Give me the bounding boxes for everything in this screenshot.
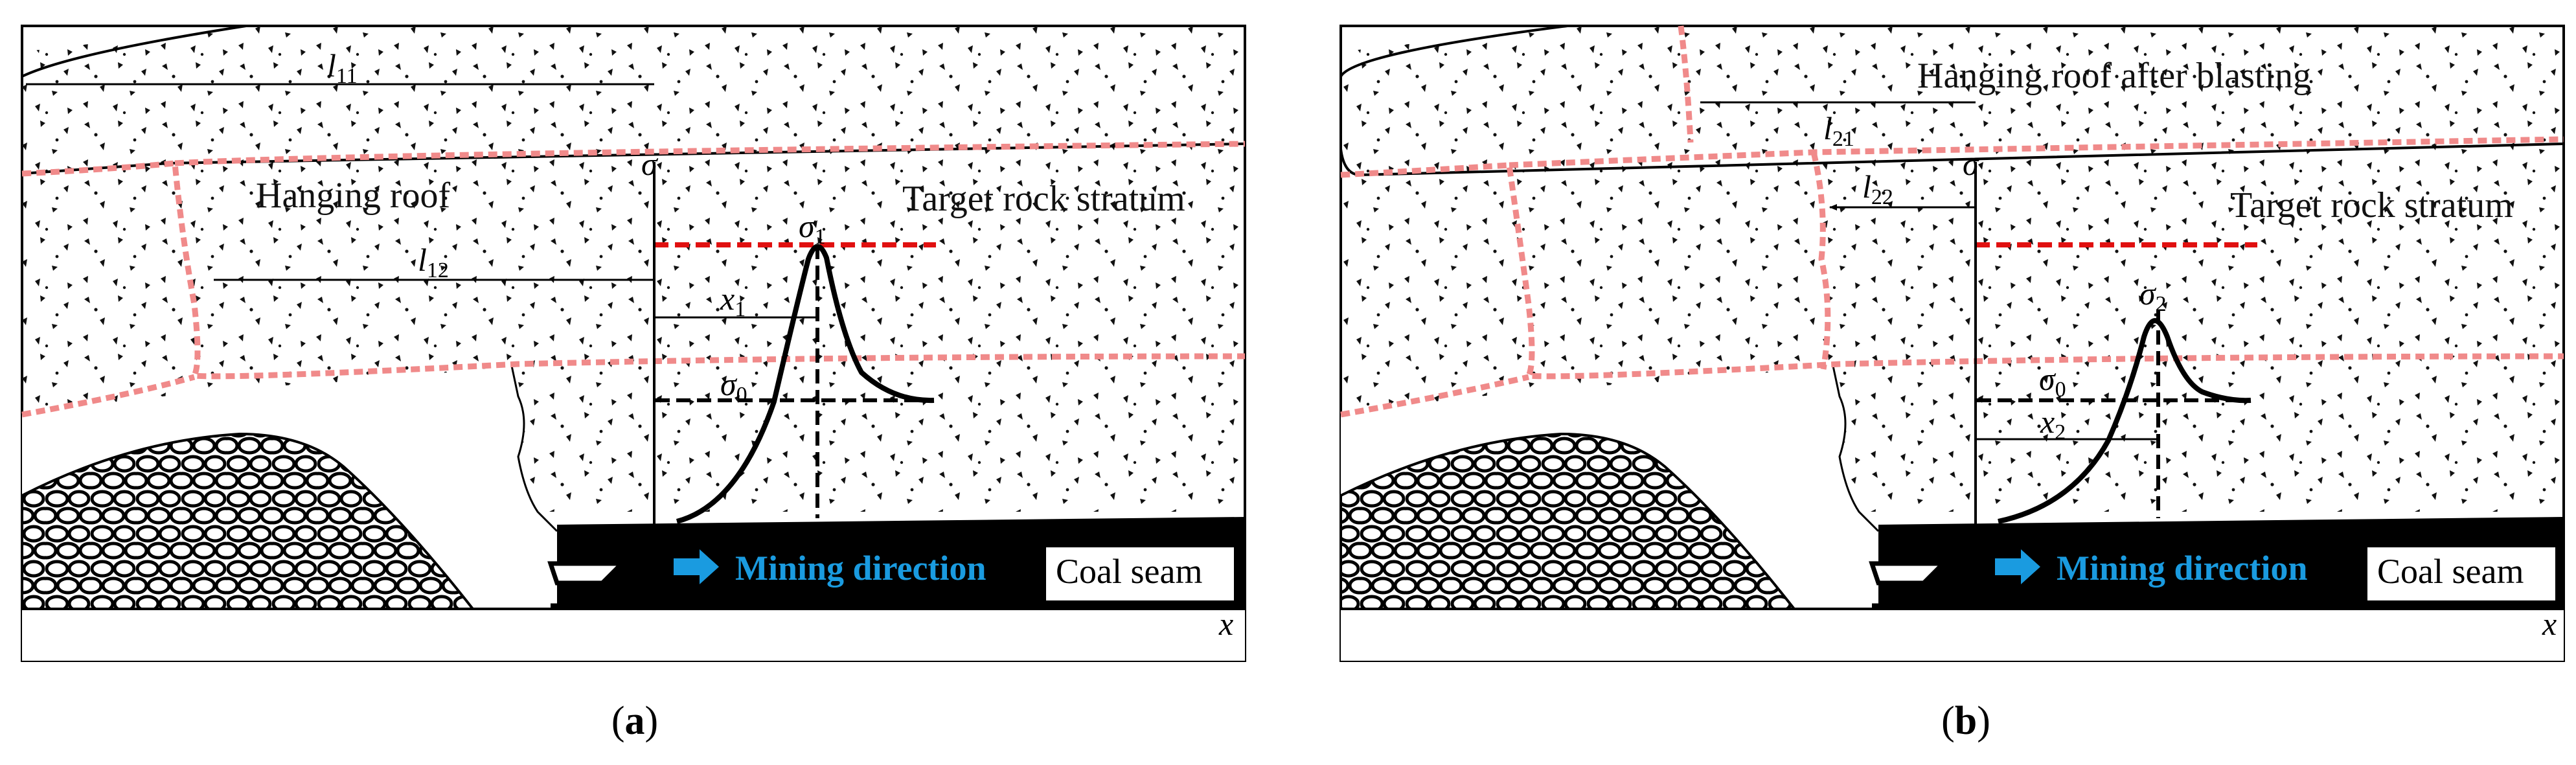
fracture-lines: [1340, 25, 2564, 418]
peak-distance-label: x2: [2040, 404, 2066, 444]
peak-stress-label: σ2: [2139, 275, 2167, 316]
span-lower-label: l12: [418, 242, 449, 282]
coal-seam-label: Coal seam: [2377, 552, 2524, 591]
mining-direction-arrow: [1995, 549, 2040, 584]
fracture-lines: [21, 141, 1246, 418]
panel-a-caption: (a): [611, 699, 659, 743]
caved-rubble: [21, 432, 476, 610]
coal-face-line: [1832, 365, 1880, 532]
coal-face-line: [510, 365, 558, 532]
stress-curve: [676, 244, 935, 524]
sigma-axis-label: σ: [641, 146, 659, 182]
x-axis-label: x: [2542, 606, 2557, 642]
peak-stress-label: σ1: [799, 208, 826, 249]
coal-seam-label-box: [1046, 547, 1234, 600]
coal-seam-label: Coal seam: [1056, 552, 1202, 591]
floor-stratum: [22, 609, 1245, 661]
floor-stratum: [1341, 609, 2564, 661]
target-rock-label: Target rock stratum: [2230, 185, 2513, 225]
panel-a: Hanging roof Target rock stratum Mining …: [21, 25, 1246, 662]
sigma-axis-label: σ: [1963, 146, 1980, 182]
baseline-stress-label: σ0: [720, 366, 747, 407]
peak-distance-label: x1: [720, 280, 746, 321]
hanging-roof-label: Hanging roof after blasting: [1917, 56, 2311, 96]
baseline-stress-label: σ0: [2039, 361, 2066, 402]
hydraulic-support-icon: [547, 542, 650, 608]
hydraulic-support-icon: [1869, 542, 1971, 608]
coal-seam-label-box: [2367, 547, 2555, 600]
span-upper-label: l21: [1823, 110, 1854, 151]
mining-direction-arrow: [674, 549, 719, 584]
span-upper-label: l11: [327, 47, 358, 88]
stress-curve: [1998, 318, 2251, 524]
mining-direction-label: Mining direction: [2057, 549, 2308, 588]
mining-direction-label: Mining direction: [735, 549, 986, 588]
hanging-roof-label: Hanging roof: [256, 176, 451, 216]
target-rock-label: Target rock stratum: [902, 179, 1185, 219]
x-axis-label: x: [1218, 606, 1233, 642]
span-lower-label: l22: [1862, 168, 1893, 209]
caved-rubble: [1339, 432, 1797, 610]
panel-b: Hanging roof after blasting Target rock …: [1339, 25, 2565, 662]
panel-b-caption: (b): [1941, 699, 1990, 743]
